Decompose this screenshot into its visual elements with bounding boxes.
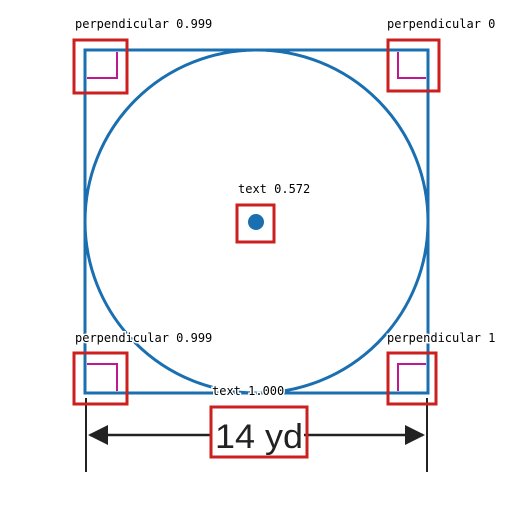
right-angle-mark-bottom-left	[87, 363, 118, 391]
inscribed-circle	[83, 48, 430, 395]
detection-box-text-dimension	[209, 405, 309, 459]
right-angle-mark-bottom-right	[397, 363, 426, 391]
detection-box-perp-bottom-left	[72, 351, 129, 406]
right-angle-mark-top-right	[397, 52, 426, 79]
detection-label-perp-top-right: perpendicular 0	[387, 17, 495, 31]
detection-box-text-center	[235, 203, 276, 244]
detection-label-perp-bottom-right: perpendicular 1	[387, 331, 495, 345]
dimension-label: 14 yd	[215, 418, 303, 456]
detection-box-perp-bottom-right	[386, 351, 438, 406]
detection-label-text-center: text 0.572	[238, 182, 310, 196]
detection-box-perp-top-right	[386, 38, 441, 93]
detection-label-perp-bottom-left: perpendicular 0.999	[75, 331, 212, 345]
right-angle-mark-top-left	[87, 52, 118, 79]
detection-box-perp-top-left	[72, 38, 129, 95]
detection-label-text-dimension: text 1.000	[212, 384, 284, 398]
detection-label-perp-top-left: perpendicular 0.999	[75, 17, 212, 31]
center-point	[248, 214, 264, 230]
